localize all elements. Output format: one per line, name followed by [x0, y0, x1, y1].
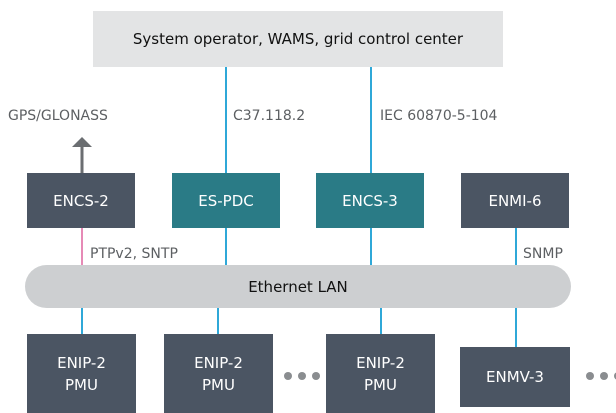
enmv-3-node: ENMV-3 [460, 347, 570, 407]
iec-link-line [370, 67, 372, 173]
iec-label: IEC 60870-5-104 [380, 108, 498, 124]
ellipsis-dot [614, 372, 616, 380]
system-operator-box: System operator, WAMS, grid control cent… [93, 11, 503, 67]
ellipsis-dot [312, 372, 320, 380]
enmi-6-node: ENMI-6 [461, 173, 569, 228]
enip3-lan-line [380, 307, 382, 334]
more-nodes-ellipsis [284, 372, 320, 380]
node-name: ENIP-2 [194, 353, 243, 372]
more-nodes-ellipsis [586, 372, 616, 380]
node-name: ENIP-2 [57, 353, 106, 372]
enip2-lan-line [217, 307, 219, 334]
enip-2-pmu-node: ENIP-2 PMU [27, 334, 136, 413]
ptp-link-line [81, 228, 83, 266]
es-pdc-node: ES-PDC [172, 173, 280, 228]
encs-3-node: ENCS-3 [316, 173, 424, 228]
node-name: ENIP-2 [356, 353, 405, 372]
ellipsis-dot [298, 372, 306, 380]
node-type: PMU [364, 375, 397, 394]
gps-antenna-icon [72, 137, 92, 173]
node-type: PMU [202, 375, 235, 394]
gps-glonass-label: GPS/GLONASS [8, 108, 108, 124]
enip-2-pmu-node: ENIP-2 PMU [164, 334, 273, 413]
ellipsis-dot [600, 372, 608, 380]
enip-2-pmu-node: ENIP-2 PMU [326, 334, 435, 413]
snmp-label: SNMP [523, 246, 563, 262]
node-name: ENMV-3 [486, 368, 544, 386]
ellipsis-dot [586, 372, 594, 380]
ethernet-lan-bus: Ethernet LAN [25, 265, 571, 308]
encs-2-node: ENCS-2 [27, 173, 135, 228]
snmp-link-line [515, 228, 517, 266]
enmv-lan-line [515, 307, 517, 347]
c37-link-line [225, 67, 227, 173]
ellipsis-dot [284, 372, 292, 380]
node-type: PMU [65, 375, 98, 394]
c37-label: C37.118.2 [233, 108, 306, 124]
ptp-label: PTPv2, SNTP [90, 246, 178, 262]
enip1-lan-line [81, 307, 83, 334]
es-pdc-lan-line [225, 228, 227, 266]
encs3-lan-line [370, 228, 372, 266]
